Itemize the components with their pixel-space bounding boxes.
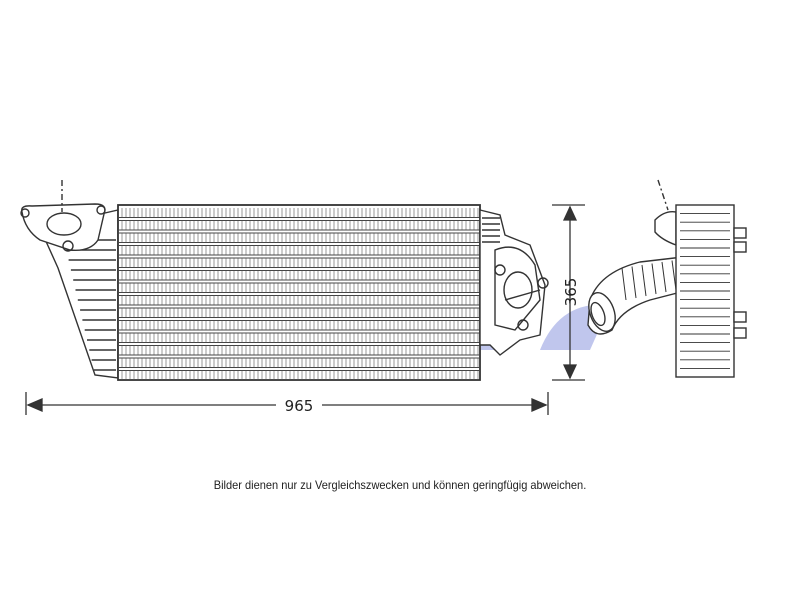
hose-rib (651, 263, 657, 295)
intercooler-side-view (654, 179, 747, 378)
height-dimension-label: 365 (562, 278, 580, 307)
hose-rib (641, 264, 647, 297)
right-tank (479, 209, 549, 356)
left-tank (20, 180, 119, 379)
hose-rib (631, 266, 637, 299)
disclaimer-caption: Bilder dienen nur zu Vergleichszwecken u… (213, 478, 587, 492)
width-dimension (25, 392, 549, 415)
intercooler-core (117, 204, 481, 381)
hose-rib (661, 261, 667, 293)
hose-rib (621, 267, 627, 301)
height-dimension (552, 204, 585, 381)
width-dimension-label: 965 (285, 397, 314, 415)
